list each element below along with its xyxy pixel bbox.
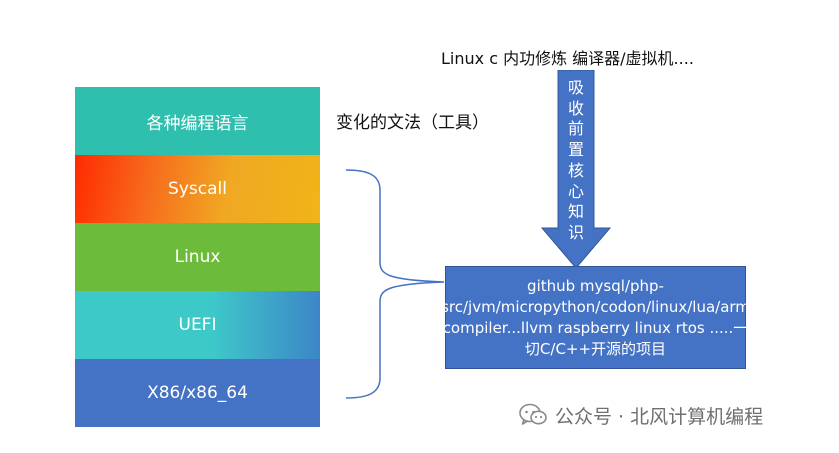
layer-x86: X86/x86_64 <box>75 359 320 427</box>
layer-linux: Linux <box>75 223 320 291</box>
curly-brace <box>345 169 445 399</box>
header-note: Linux c 内功修炼 编译器/虚拟机.... <box>441 49 694 68</box>
arrow-label: 吸收前置核心知识 <box>567 78 584 242</box>
layer-syscall: Syscall <box>75 155 320 223</box>
projects-text: github mysql/php-src/jvm/micropython/cod… <box>441 276 750 358</box>
layer-stack: 各种编程语言 Syscall Linux UEFI X86/x86_64 <box>75 87 320 427</box>
projects-box: github mysql/php-src/jvm/micropython/cod… <box>441 266 750 369</box>
down-arrow-shape <box>540 70 612 269</box>
curly-brace-path <box>345 169 445 399</box>
layer-label: 各种编程语言 <box>146 113 249 134</box>
watermark: 公众号 · 北风计算机编程 <box>519 401 763 429</box>
layer-label: Linux <box>174 247 221 267</box>
layer-programming-languages: 各种编程语言 <box>75 87 320 155</box>
down-arrow <box>540 70 612 269</box>
layer-label: Syscall <box>168 179 227 199</box>
watermark-text: 公众号 · 北风计算机编程 <box>555 405 764 428</box>
wechat-icon <box>519 403 547 425</box>
layer-uefi: UEFI <box>75 291 320 359</box>
layer-label: X86/x86_64 <box>147 383 248 403</box>
layer-label: UEFI <box>178 315 217 335</box>
changing-syntax-note: 变化的文法（工具） <box>336 113 489 133</box>
